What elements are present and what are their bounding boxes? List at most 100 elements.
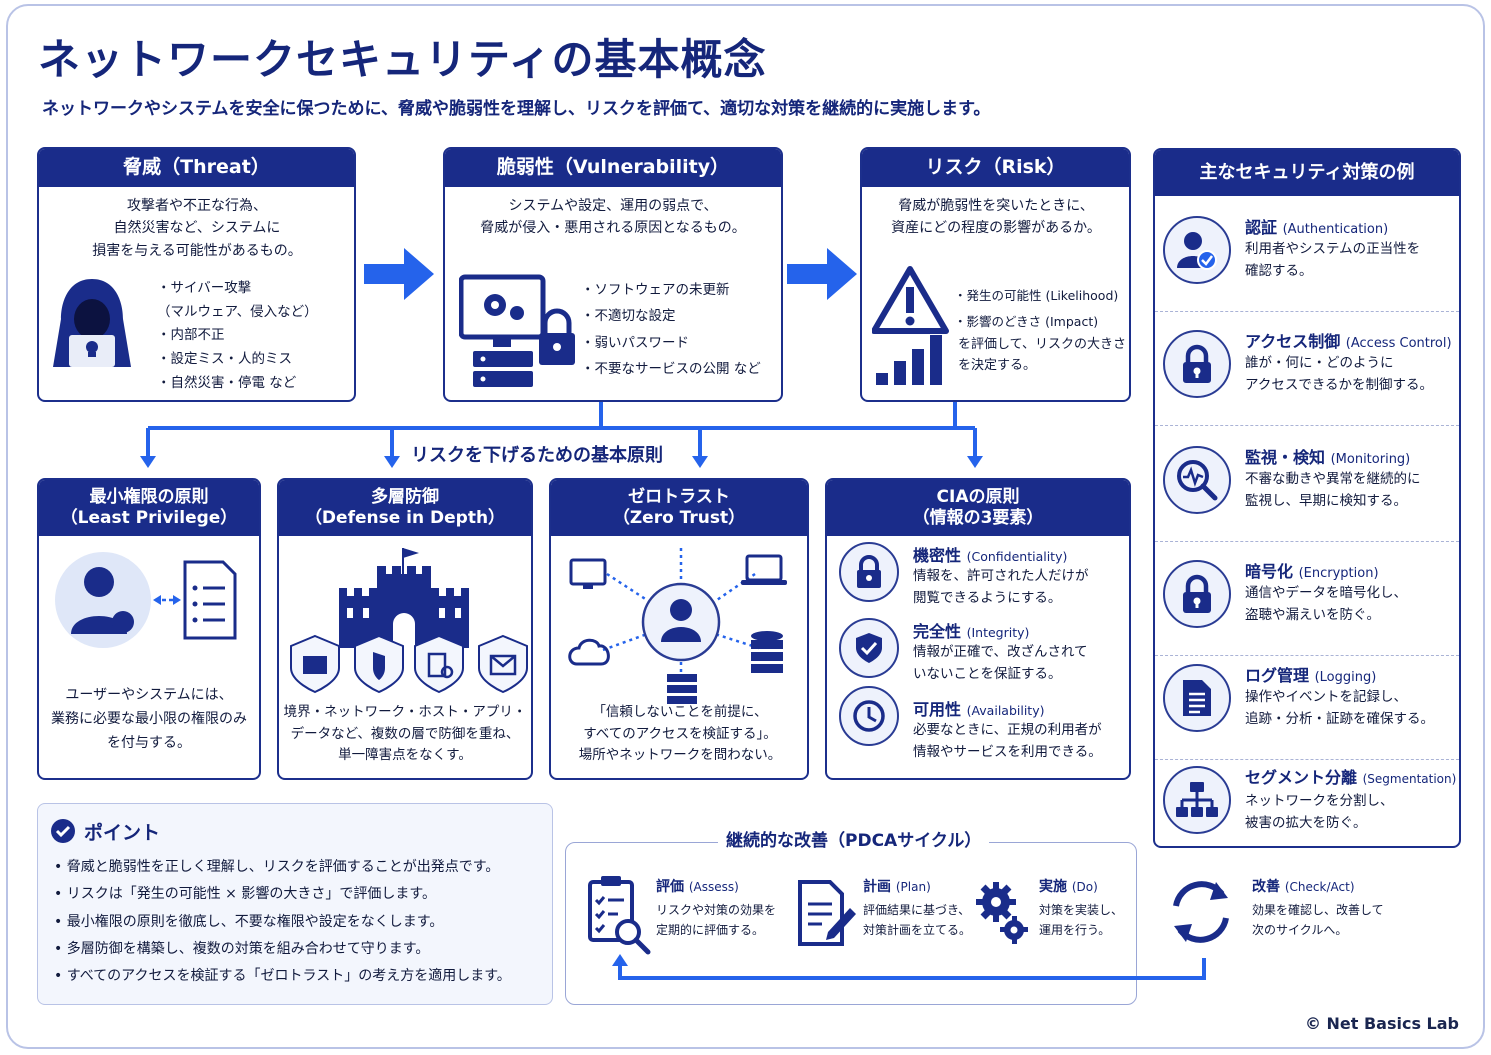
check-circle-icon [51, 819, 75, 843]
measure-desc: 利用者やシステムの正当性を 確認する。 [1245, 241, 1421, 280]
measure-desc: 不審な動きや異常を継続的に 監視し、早期に検知する。 [1245, 471, 1421, 510]
measure-title: 暗号化 (Encryption) [1245, 558, 1379, 582]
arrow-right-icon [787, 248, 857, 300]
step-en: (Plan) [895, 880, 931, 894]
page-subtitle: ネットワークやシステムを安全に保つために、脅威や脆弱性を理解し、リスクを評価て、… [42, 99, 991, 119]
step-name: 計画 [863, 879, 891, 895]
defense-in-depth-head: 多層防御 （Defense in Depth） [279, 480, 531, 536]
risk-bullets: 発生の可能性 (Likelihood) 影響のどきさ (Impact) [954, 283, 1129, 334]
measures-title: 主なセキュリティ対策の例 [1155, 150, 1459, 196]
network-tree-icon [1163, 766, 1231, 834]
cia-title-en: （情報の3要素） [912, 508, 1044, 528]
padlock-icon [1163, 560, 1231, 628]
vulnerability-bullet: ソフトウェアの未更新 [581, 277, 781, 303]
point-item: すべてのアクセスを検証する「ゼロトラスト」の考え方を適用します。 [54, 963, 511, 990]
pdca-title: 継続的な改善（PDCAサイクル） [718, 826, 990, 851]
cia-availability-title: 可用性 (Availability) [913, 696, 1044, 720]
step-en: (Do) [1071, 880, 1098, 894]
measure-title: アクセス制御 (Access Control) [1245, 328, 1452, 352]
cia-confidentiality-title: 機密性 (Confidentiality) [913, 542, 1067, 566]
pdca-step-title: 改善 (Check/Act) [1252, 876, 1355, 896]
measure-title: ログ管理 (Logging) [1245, 662, 1376, 686]
risk-card: リスク（Risk） 脅威が脆弱性を突いたときに、 資産にどの程度の影響があるか。… [860, 147, 1131, 402]
cia-integrity-title: 完全性 (Integrity) [913, 618, 1029, 642]
measure-title: セグメント分離 (Segmentation) [1245, 764, 1456, 788]
threat-card: 脅威（Threat） 攻撃者や不正な行為、 自然災害など、システムに 損害を与え… [37, 147, 356, 402]
cycle-return-arrow [612, 954, 1206, 980]
point-item: 多層防御を構築し、複数の対策を組み合わせて守ります。 [54, 936, 511, 963]
pdca-step-title: 計画 (Plan) [863, 876, 931, 896]
measure-title: 監視・検知 (Monitoring) [1245, 444, 1410, 468]
cia-head: CIAの原則 （情報の3要素） [827, 480, 1129, 536]
point-title: ポイント [84, 822, 161, 844]
measure-title: 認証 (Authentication) [1245, 214, 1388, 238]
threat-title: 脅威（Threat） [39, 149, 354, 187]
cycle-arrows-icon [1173, 881, 1229, 943]
zero-trust-title-en: （Zero Trust） [612, 508, 746, 528]
threat-bullet: 自然災害・停電 など [157, 372, 354, 396]
cia-item-title: 完全性 [913, 622, 962, 641]
risk-title: リスク（Risk） [862, 149, 1129, 187]
least-privilege-card: 最小権限の原則 （Least Privilege） ユーザーやシステムには、 業… [37, 478, 261, 780]
user-check-icon [1163, 216, 1231, 284]
measure-en: (Segmentation) [1362, 772, 1457, 786]
shield-check-icon [839, 618, 899, 678]
document-pen-icon [798, 880, 856, 946]
measure-item: 暗号化 (Encryption) 通信やデータを暗号化し、 盗聴や漏えいを防ぐ。 [1155, 544, 1459, 656]
cia-availability-desc: 必要なときに、正規の利用者が 情報やサービスを利用できる。 [913, 722, 1102, 760]
risk-bullet: 発生の可能性 (Likelihood) [954, 283, 1129, 309]
zero-trust-desc: 「信頼しないことを前提に、 すべてのアクセスを検証する」。 場所やネットワークを… [578, 704, 782, 764]
hooded-hacker-icon [53, 279, 131, 367]
vulnerability-title: 脆弱性（Vulnerability） [445, 149, 781, 187]
threat-bullet: 内部不正 [157, 324, 354, 348]
document-icon [1163, 664, 1231, 732]
defense-in-depth-card: 多層防御 （Defense in Depth） 境界・ネットワーク・ホスト・アプ… [277, 478, 533, 780]
point-item: 最小権限の原則を徹底し、不要な権限や設定をなくします。 [54, 909, 511, 936]
step-name: 改善 [1252, 879, 1280, 895]
defense-in-depth-title-en: （Defense in Depth） [304, 508, 506, 528]
measure-name: 暗号化 [1245, 562, 1294, 581]
measure-desc: 誰が・何に・どのように アクセスできるかを制御する。 [1245, 355, 1434, 394]
cia-card: CIAの原則 （情報の3要素） 機密性 (Confidentiality) 情報… [825, 478, 1131, 780]
least-privilege-title: 最小権限の原則 [89, 486, 209, 507]
vulnerability-bullet: 弱いパスワード [581, 330, 781, 356]
measure-item: 認証 (Authentication) 利用者やシステムの正当性を 確認する。 [1155, 200, 1459, 312]
defense-in-depth-title: 多層防御 [371, 486, 439, 507]
clock-icon [839, 686, 899, 746]
measure-en: (Authentication) [1282, 222, 1389, 237]
measure-en: (Access Control) [1345, 336, 1452, 351]
flow-connector [140, 402, 983, 468]
cia-confidentiality-desc: 情報を、許可された人だけが 閲覧できるようにする。 [913, 568, 1089, 606]
threat-bullets: サイバー攻撃 （マルウェア、侵入など） 内部不正 設定ミス・人的ミス 自然災害・… [157, 277, 354, 396]
vulnerability-card: 脆弱性（Vulnerability） システムや設定、運用の弱点で、 脅威が侵入… [443, 147, 783, 402]
zero-trust-network-icon [568, 548, 787, 704]
measure-en: (Encryption) [1298, 566, 1379, 581]
measure-name: アクセス制御 [1245, 332, 1341, 351]
pdca-step-title: 実施 (Do) [1039, 876, 1098, 896]
measure-name: セグメント分離 [1245, 768, 1358, 787]
vulnerability-bullet: 不要なサービスの公開 など [581, 356, 781, 382]
measure-item: ログ管理 (Logging) 操作やイベントを記録し、 追跡・分析・証跡を確保す… [1155, 648, 1459, 760]
measure-item: アクセス制御 (Access Control) 誰が・何に・どのように アクセス… [1155, 314, 1459, 426]
copyright: © Net Basics Lab [1304, 1014, 1459, 1033]
page-frame [6, 4, 1485, 1049]
vulnerability-desc: システムや設定、運用の弱点で、 脅威が侵入・悪用される原因となるもの。 [480, 198, 746, 237]
measure-name: ログ管理 [1245, 666, 1310, 685]
least-privilege-head: 最小権限の原則 （Least Privilege） [39, 480, 259, 536]
measure-item: セグメント分離 (Segmentation) ネットワークを分割し、 被害の拡大… [1155, 754, 1459, 846]
step-en: (Assess) [688, 880, 739, 894]
arrow-right-icon [364, 248, 434, 300]
measure-desc: 通信やデータを暗号化し、 盗聴や漏えいを防ぐ。 [1245, 585, 1407, 624]
threat-bullet: サイバー攻撃 （マルウェア、侵入など） [157, 277, 354, 324]
step-name: 実施 [1039, 879, 1067, 895]
point-item: リスクは「発生の可能性 × 影響の大きさ」で評価します。 [54, 881, 511, 908]
measure-en: (Monitoring) [1330, 452, 1411, 467]
padlock-icon [1163, 330, 1231, 398]
pdca-step-desc: 効果を確認し、改善して 次のサイクルへ。 [1252, 903, 1384, 938]
least-privilege-desc: ユーザーやシステムには、 業務に必要な最小限の権限のみ を付与する。 [51, 687, 247, 751]
step-name: 評価 [656, 879, 684, 895]
flow-label: リスクを下げるための基本原則 [405, 441, 669, 467]
clipboard-search-icon [588, 876, 651, 955]
zero-trust-card: ゼロトラスト （Zero Trust） 「信頼しないことを前提に、 [549, 478, 809, 780]
measure-name: 認証 [1245, 218, 1278, 237]
